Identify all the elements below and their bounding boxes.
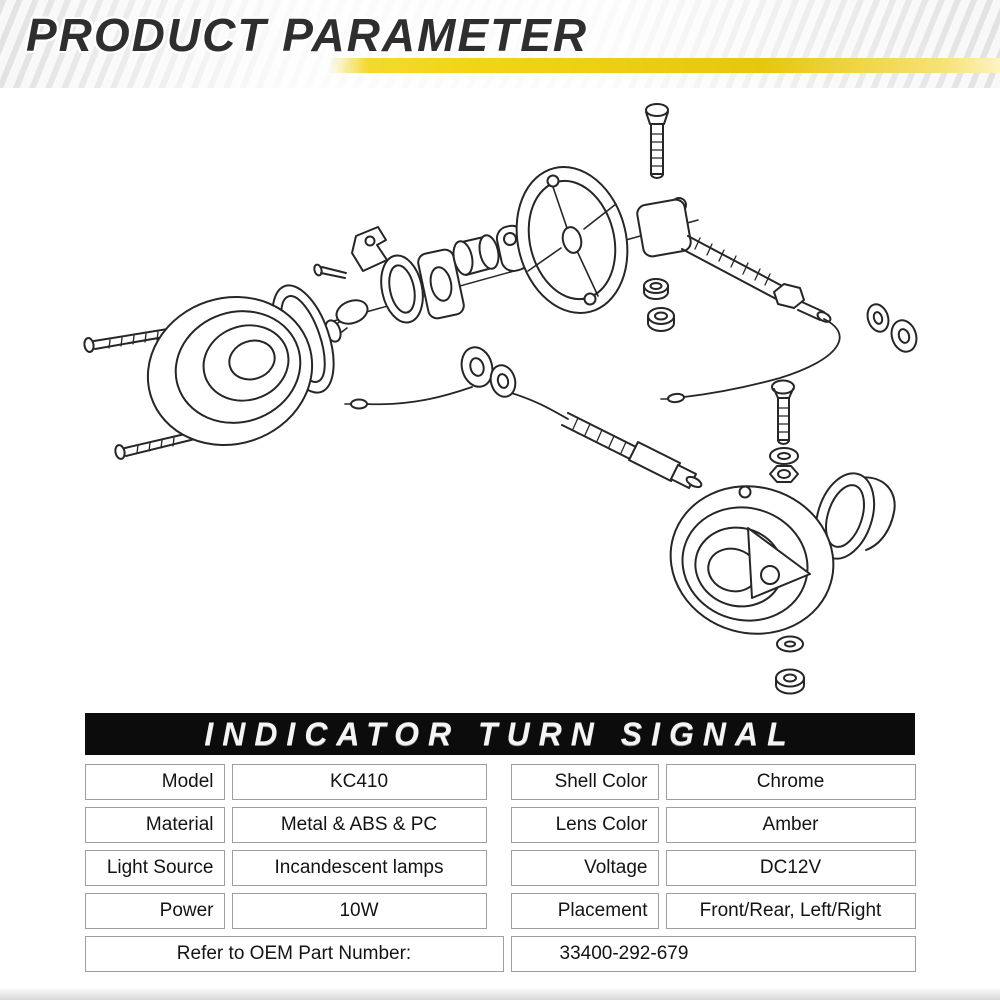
rear-mount-nut xyxy=(769,465,799,483)
spec-label-lens-color: Lens Color xyxy=(510,807,659,843)
diagram-section xyxy=(0,88,1000,710)
spec-value-power: 10W xyxy=(231,893,487,929)
top-screw xyxy=(645,103,669,179)
spec-label-oem-part-number: Refer to OEM Part Number: xyxy=(84,936,504,972)
spec-label-shell-color: Shell Color xyxy=(510,764,659,800)
spec-table: Model KC410 Shell Color Chrome Material … xyxy=(84,764,916,972)
spec-label-material: Material xyxy=(84,807,225,843)
page-header: PRODUCT PARAMETER xyxy=(0,0,1000,88)
threaded-adjuster-middle xyxy=(561,412,703,489)
base-plate xyxy=(417,248,465,320)
mount-bracket xyxy=(351,226,388,272)
washer-pair-middle xyxy=(460,346,517,398)
socket-cylinder xyxy=(452,234,500,276)
spec-value-shell-color: Chrome xyxy=(665,764,916,800)
rear-lamp-washer xyxy=(776,635,804,653)
spec-value-oem-part-number: 33400-292-679 xyxy=(510,936,916,972)
exploded-parts-diagram xyxy=(83,103,918,695)
rear-lamp-bracket xyxy=(747,527,811,599)
washer-pair-right xyxy=(866,303,918,353)
spec-label-power: Power xyxy=(84,893,225,929)
spec-value-light-source: Incandescent lamps xyxy=(231,850,487,886)
rear-lamp-rim-cup xyxy=(814,472,896,560)
section-banner: INDICATOR TURN SIGNAL xyxy=(85,713,915,755)
spec-label-voltage: Voltage xyxy=(510,850,659,886)
spec-value-placement: Front/Rear, Left/Right xyxy=(665,893,916,929)
rear-mount-washer xyxy=(769,447,799,465)
gasket-ring xyxy=(380,254,424,324)
bottom-edge-strip xyxy=(0,987,1000,1000)
signal-wire-left xyxy=(344,386,569,420)
pivot-block xyxy=(636,197,692,258)
spec-value-voltage: DC12V xyxy=(665,850,916,886)
spec-value-lens-color: Amber xyxy=(665,807,916,843)
spec-value-model: KC410 xyxy=(231,764,487,800)
front-lamp-lens-dome xyxy=(146,295,314,447)
page-title: PRODUCT PARAMETER xyxy=(26,9,589,61)
rear-mount-screw xyxy=(771,379,795,445)
threaded-adjuster-right xyxy=(681,235,832,323)
yellow-accent-bar xyxy=(328,58,1000,73)
spec-value-material: Metal & ABS & PC xyxy=(231,807,487,843)
housing-ring xyxy=(515,166,629,314)
small-screw xyxy=(313,263,347,279)
hex-nut-upper xyxy=(643,278,669,300)
hex-nut-lower xyxy=(647,307,675,332)
signal-wire-right xyxy=(660,318,841,404)
rear-lamp-nut xyxy=(775,668,805,695)
spec-label-model: Model xyxy=(84,764,225,800)
spec-label-light-source: Light Source xyxy=(84,850,225,886)
spec-label-placement: Placement xyxy=(510,893,659,929)
section-banner-title: INDICATOR TURN SIGNAL xyxy=(204,715,796,752)
